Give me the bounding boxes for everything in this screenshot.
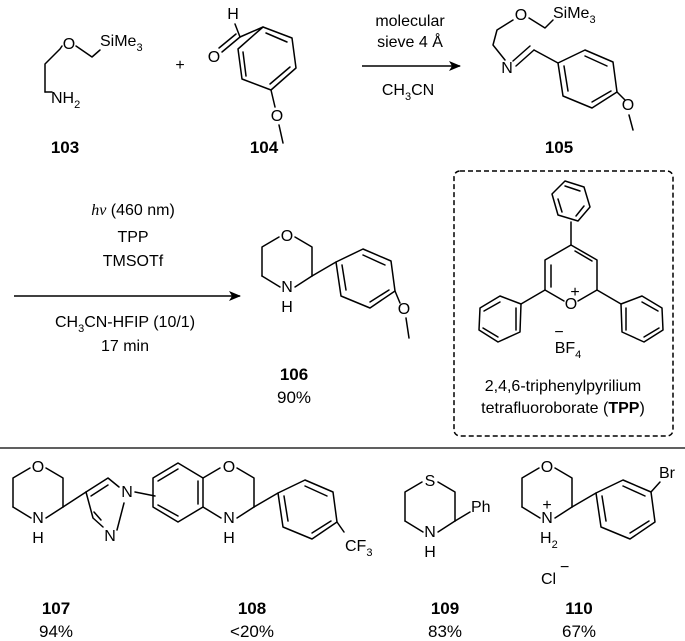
compound-108-structure: O N H CF3: [152, 459, 372, 559]
step1-solvent: CH3CN: [382, 82, 434, 103]
step1-condition-line1: molecular: [375, 13, 445, 30]
atom-n: N: [541, 510, 553, 527]
compound-106-label: 106: [280, 365, 308, 384]
atom-nh2: NH2: [51, 90, 80, 111]
compound-107-structure: O N H N N: [12, 459, 156, 547]
atom-h: H: [223, 530, 235, 547]
compound-104-label: 104: [250, 138, 279, 157]
atom-n: N: [223, 510, 235, 527]
atom-sime3: SiMe3: [100, 33, 143, 54]
compound-110-label: 110: [565, 599, 592, 618]
plus-sign: +: [175, 57, 184, 74]
atom-n: N: [281, 279, 293, 296]
compound-106-yield: 90%: [277, 388, 311, 407]
atom-h: H: [227, 6, 239, 23]
compound-105-structure: O SiMe3 N O: [492, 5, 634, 131]
step2-reagent1: TPP: [117, 229, 148, 246]
charge-plus: +: [570, 284, 579, 301]
step1-condition-line2: sieve 4 Å: [377, 32, 443, 51]
atom-sime3: SiMe3: [553, 5, 596, 26]
atom-o: O: [208, 49, 220, 66]
compound-103-label: 103: [51, 138, 79, 157]
atom-o: O: [32, 459, 44, 476]
tpp-structure: O + BF4 −: [478, 180, 664, 361]
atom-o: O: [271, 108, 283, 125]
compound-109-label: 109: [431, 599, 459, 618]
tpp-counterion: BF4: [555, 340, 582, 361]
atom-n: N: [32, 510, 44, 527]
compound-107-yield: 94%: [39, 622, 73, 641]
atom-n: N: [104, 528, 116, 545]
atom-h: H: [424, 544, 436, 561]
step2-reagent2: TMSOTf: [103, 253, 164, 270]
compound-104-structure: H O O: [208, 6, 297, 144]
atom-o: O: [398, 301, 410, 318]
atom-h: H: [281, 299, 293, 316]
atom-o: O: [515, 7, 527, 24]
step2-time: 17 min: [101, 338, 149, 355]
atom-o: O: [541, 459, 553, 476]
atom-s: S: [425, 473, 436, 490]
atom-o: O: [63, 36, 75, 53]
atom-n: N: [424, 524, 436, 541]
atom-br: Br: [659, 465, 676, 482]
compound-109-structure: S N H Ph: [404, 473, 491, 561]
atom-o-plus: O: [565, 296, 577, 313]
compound-108-yield: <20%: [230, 622, 274, 641]
compound-110-structure: O N + H2 Br Cl −: [521, 459, 676, 588]
atom-o: O: [223, 459, 235, 476]
atom-cf3: CF3: [345, 538, 372, 559]
compound-107-label: 107: [42, 599, 70, 618]
step2-solvent: CH3CN-HFIP (10/1): [55, 314, 195, 335]
atom-n: N: [121, 484, 133, 501]
atom-ph: Ph: [471, 499, 491, 516]
atom-n: N: [501, 60, 513, 77]
atom-o: O: [281, 228, 293, 245]
compound-105-label: 105: [545, 138, 573, 157]
compound-110-yield: 67%: [562, 622, 596, 641]
charge-plus: +: [542, 497, 551, 514]
compound-109-yield: 83%: [428, 622, 462, 641]
catalyst-name-line1: 2,4,6-triphenylpyrilium: [485, 378, 642, 395]
charge-minus: −: [554, 324, 563, 341]
catalyst-name-line2: tetrafluoroborate (TPP): [481, 400, 645, 417]
atom-h2: H2: [540, 530, 558, 551]
atom-cl: Cl: [541, 571, 556, 588]
compound-103-structure: O SiMe3 NH2: [44, 33, 143, 111]
atom-h: H: [32, 530, 44, 547]
step2-light: hν (460 nm): [91, 202, 175, 219]
charge-minus: −: [560, 559, 569, 576]
atom-o: O: [622, 97, 634, 114]
compound-106-structure: O N H O: [261, 228, 410, 339]
compound-108-label: 108: [238, 599, 266, 618]
